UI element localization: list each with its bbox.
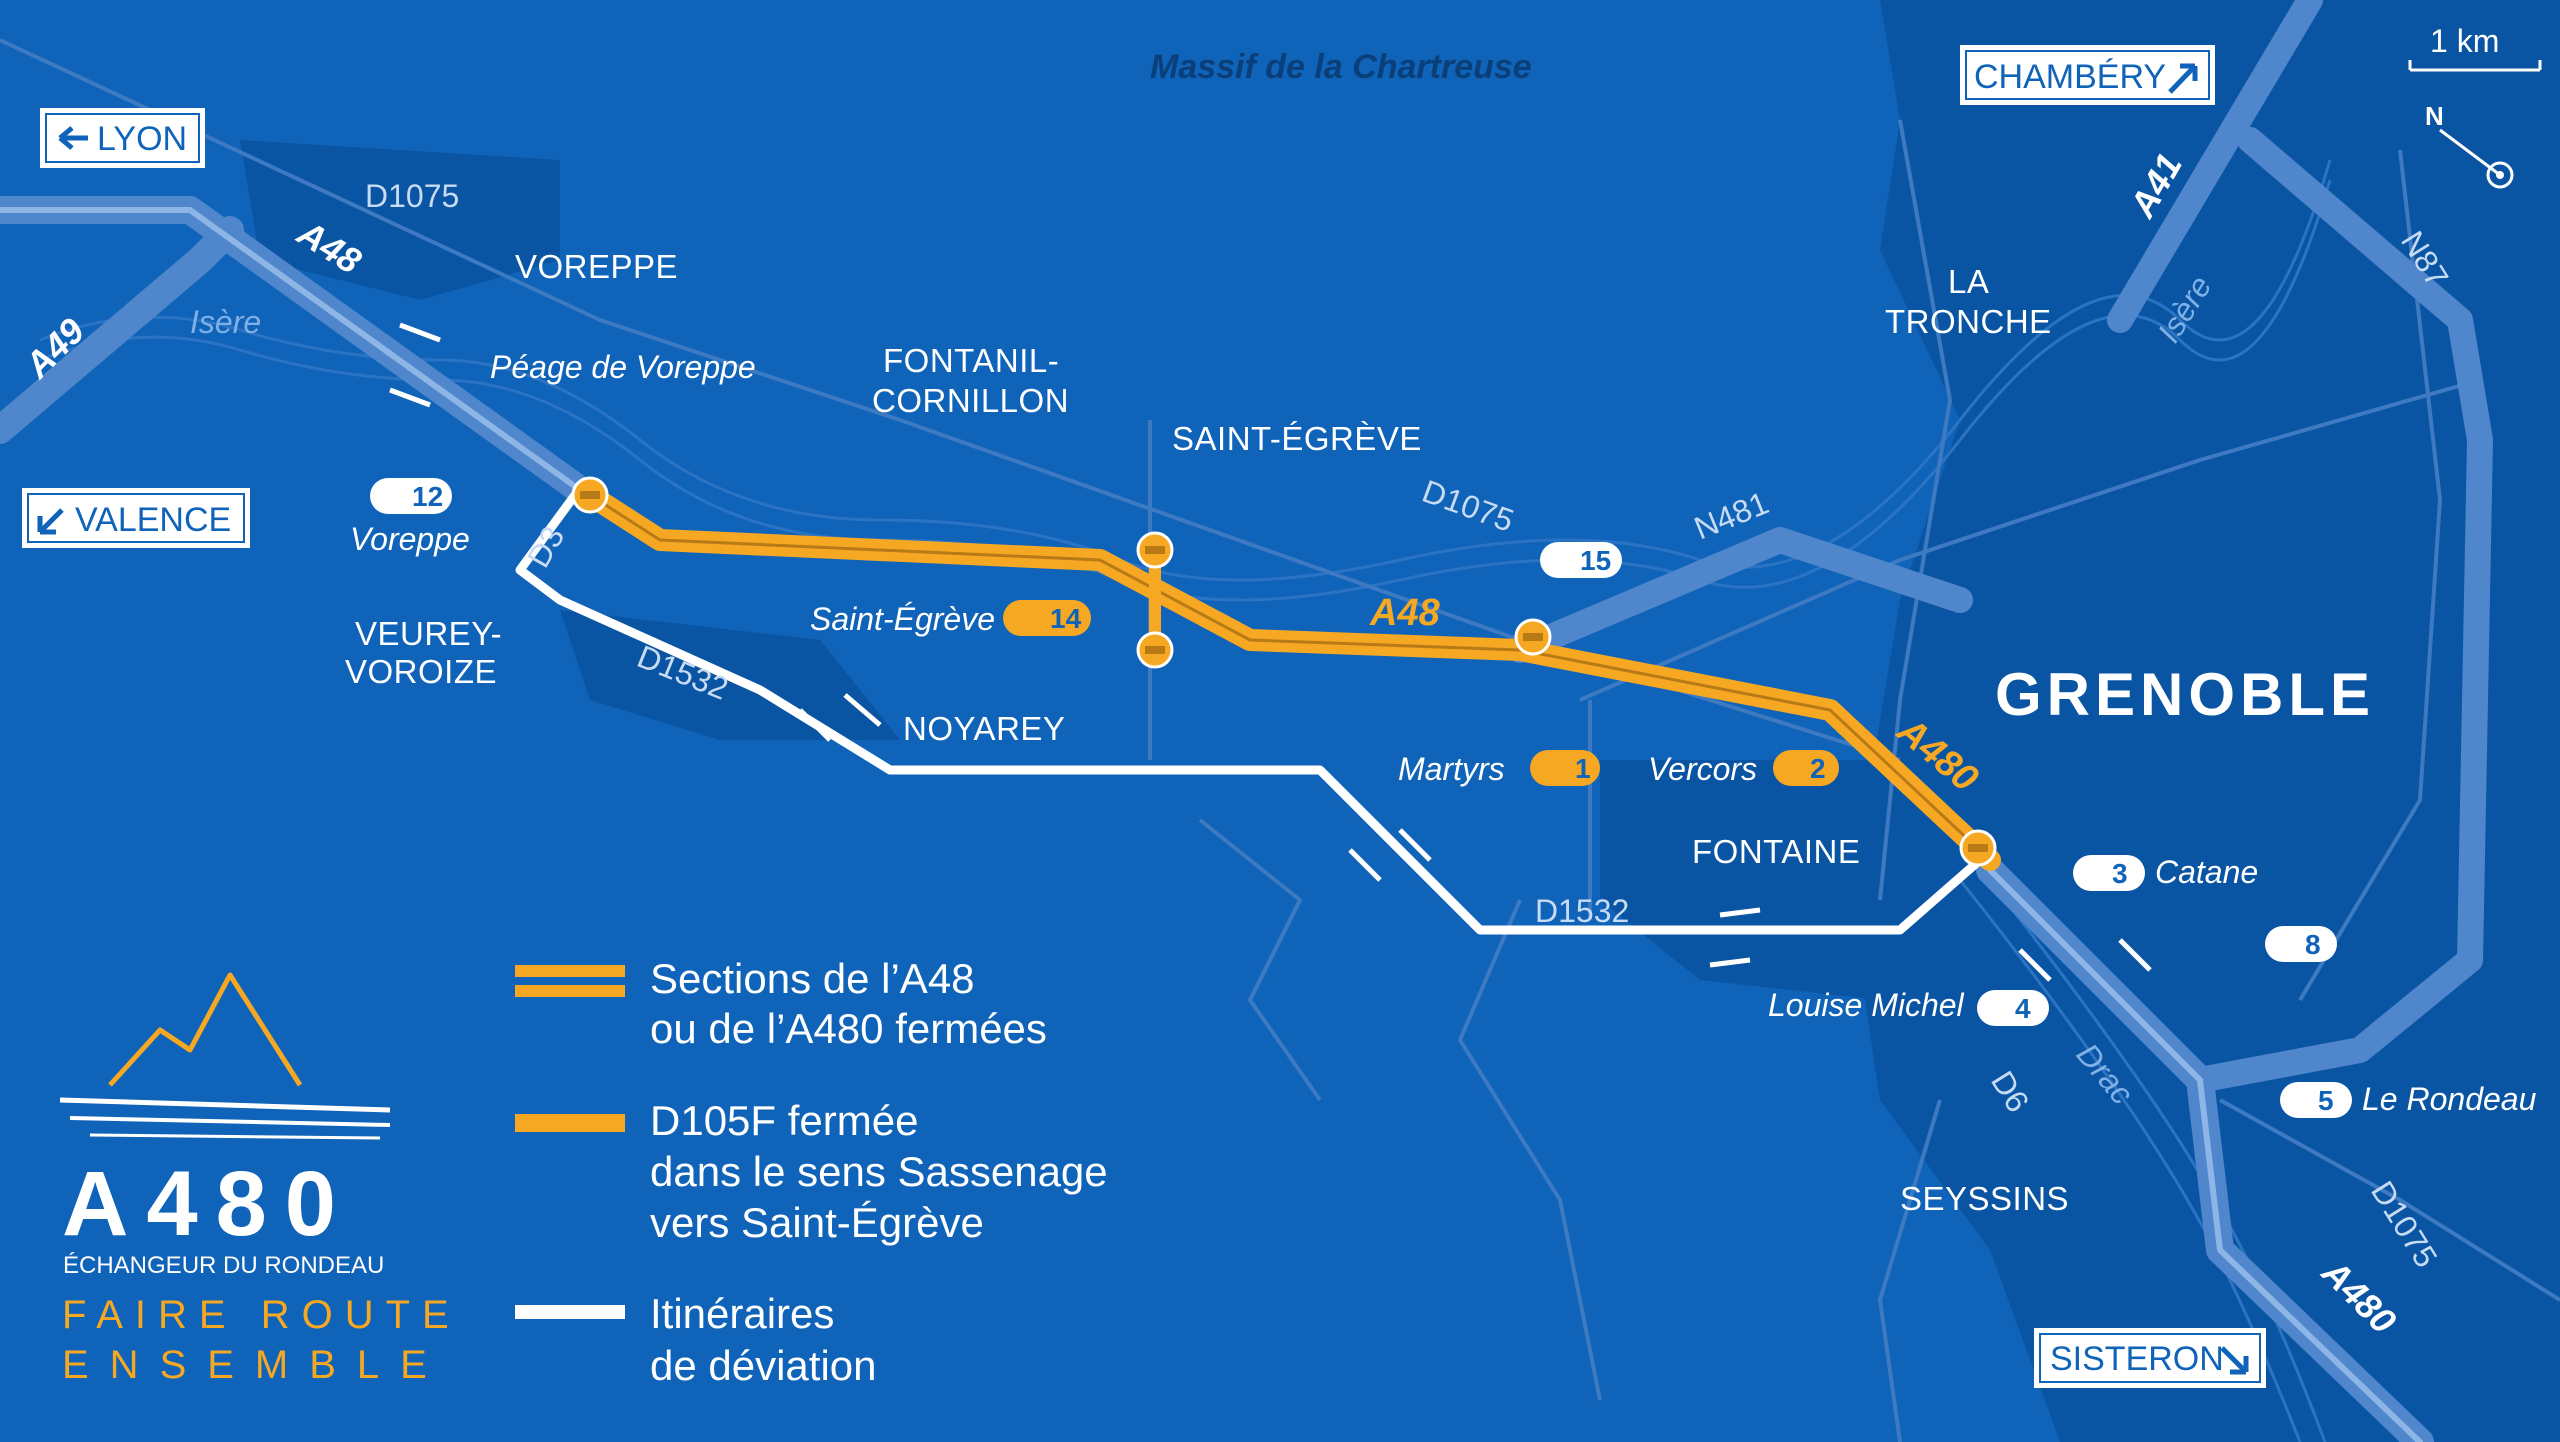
exit-5: 5 Le Rondeau	[2280, 1081, 2537, 1118]
exit-14-label: Saint-Égrève	[810, 601, 995, 637]
exit-1: 1 Martyrs	[1398, 750, 1600, 787]
legend-detour-1: Itinéraires	[650, 1290, 834, 1337]
legend: Sections de l’A48 ou de l’A480 fermées D…	[515, 955, 1108, 1389]
sign-valence: VALENCE	[22, 488, 250, 548]
svg-text:5: 5	[2318, 1085, 2334, 1116]
svg-text:3: 3	[2112, 858, 2128, 889]
logo-slogan-2: ENSEMBLE	[62, 1343, 448, 1387]
place-veurey-1: VEUREY-	[355, 615, 502, 652]
legend-d105f-1: D105F fermée	[650, 1097, 918, 1144]
exit-12: 12 Voreppe	[350, 478, 470, 557]
legend-detour-2: de déviation	[650, 1342, 877, 1389]
svg-text:2: 2	[1810, 753, 1826, 784]
place-voreppe: VOREPPE	[515, 248, 678, 285]
urban-areas	[240, 0, 2560, 1442]
detour-routes	[515, 490, 1985, 935]
road-d1075-a: D1075	[365, 178, 459, 214]
city-grenoble: GRENOBLE	[1995, 661, 2375, 728]
road-d1532-b: D1532	[1535, 893, 1629, 929]
place-seyssins: SEYSSINS	[1900, 1180, 2069, 1217]
svg-text:SISTERON: SISTERON	[2050, 1340, 2224, 1378]
place-la-tronche-2: TRONCHE	[1885, 303, 2052, 340]
sign-sisteron: SISTERON	[2034, 1328, 2266, 1388]
mountain-icon	[108, 972, 303, 1087]
exit-15: 15	[1540, 542, 1622, 578]
logo-subtitle: ÉCHANGEUR DU RONDEAU	[63, 1252, 384, 1279]
svg-text:15: 15	[1580, 545, 1611, 576]
place-saint-egreve: SAINT-ÉGRÈVE	[1172, 420, 1422, 457]
closure-markers	[571, 476, 1997, 867]
exit-12-label: Voreppe	[350, 521, 470, 557]
exit-1-label: Martyrs	[1398, 751, 1505, 787]
sign-chambery: CHAMBÉRY	[1960, 45, 2215, 105]
svg-text:12: 12	[412, 481, 443, 512]
svg-text:8: 8	[2305, 929, 2321, 960]
place-fontaine: FONTAINE	[1692, 833, 1860, 870]
svg-text:VALENCE: VALENCE	[75, 501, 231, 539]
legend-closed-2: ou de l’A480 fermées	[650, 1005, 1047, 1052]
compass: N	[2425, 101, 2514, 189]
svg-text:14: 14	[1050, 603, 1082, 634]
exit-4-label: Louise Michel	[1768, 987, 1965, 1023]
svg-text:LYON: LYON	[97, 120, 187, 158]
place-fontanil-1: FONTANIL-	[883, 342, 1059, 379]
highway-a48-closed-label: A48	[1369, 592, 1441, 634]
scale-label: 1 km	[2430, 23, 2499, 59]
svg-text:1: 1	[1575, 753, 1591, 784]
exit-3-label: Catane	[2155, 854, 2258, 890]
exit-3: 3 Catane	[2073, 854, 2258, 891]
legend-d105f-2: dans le sens Sassenage	[650, 1148, 1108, 1195]
place-fontanil-2: CORNILLON	[872, 382, 1069, 419]
sign-lyon: LYON	[40, 108, 205, 168]
logo-title: A480	[62, 1153, 354, 1255]
exit-2-label: Vercors	[1648, 751, 1757, 787]
direction-arrows	[389, 322, 2152, 982]
massif-label: Massif de la Chartreuse	[1150, 48, 1532, 86]
svg-text:N: N	[2425, 101, 2444, 131]
exit-8: 8	[2265, 926, 2337, 962]
legend-closed-1: Sections de l’A48	[650, 955, 975, 1002]
svg-text:CHAMBÉRY: CHAMBÉRY	[1974, 58, 2166, 96]
legend-d105f-3: vers Saint-Égrève	[650, 1199, 984, 1246]
highways	[0, 0, 2493, 1442]
svg-text:4: 4	[2015, 993, 2031, 1024]
place-noyarey: NOYAREY	[903, 710, 1065, 747]
exit-2: 2 Vercors	[1648, 750, 1839, 787]
exit-4: 4 Louise Michel	[1768, 987, 2049, 1026]
scale-bar: 1 km	[2408, 23, 2542, 72]
exit-14: 14 Saint-Égrève	[810, 600, 1091, 637]
logo: A480 ÉCHANGEUR DU RONDEAU FAIRE ROUTE EN…	[59, 972, 461, 1387]
peage-label: Péage de Voreppe	[490, 349, 756, 385]
logo-slogan-1: FAIRE ROUTE	[62, 1293, 461, 1337]
place-la-tronche-1: LA	[1948, 263, 1989, 300]
exit-5-label: Le Rondeau	[2362, 1081, 2537, 1117]
river-isere-label-1: Isère	[190, 304, 261, 340]
place-veurey-2: VOROIZE	[345, 653, 497, 690]
